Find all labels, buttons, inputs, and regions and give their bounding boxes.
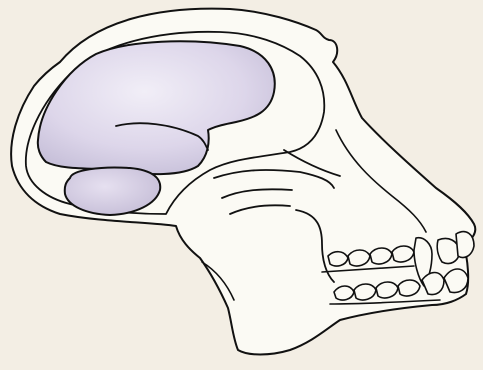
lower-tooth-1 <box>334 286 354 300</box>
upper-incisor-2 <box>456 232 474 258</box>
upper-tooth-1 <box>328 252 348 266</box>
